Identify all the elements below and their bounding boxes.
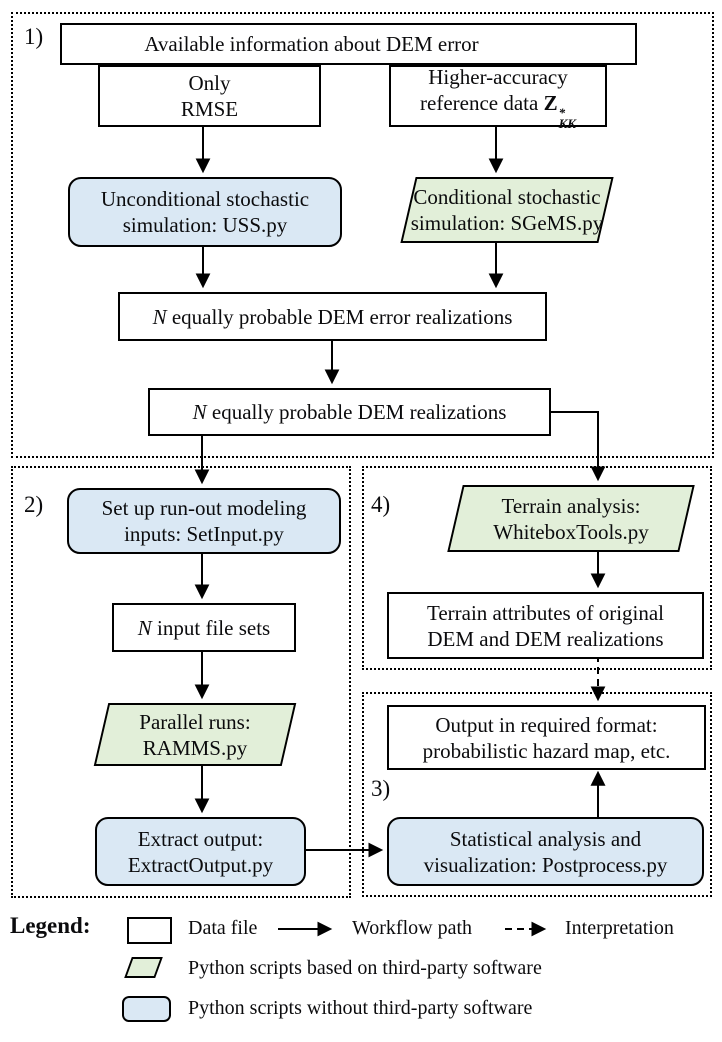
section-2-label: 2) xyxy=(24,492,44,517)
parallelogram-shape xyxy=(124,957,163,978)
z-supsub: *KK xyxy=(558,104,576,131)
legend-third-party-icon xyxy=(122,957,165,978)
z-symbol: Z xyxy=(543,90,558,115)
arrow-dem-to-terrain-analysis xyxy=(547,411,606,482)
section-1-frame xyxy=(11,12,714,458)
section-1-label: 1) xyxy=(24,24,44,49)
section-3-frame xyxy=(362,692,712,897)
node-ramms-script: Parallel runs:RAMMS.py xyxy=(93,703,297,766)
legend-no-third-party-label: Python scripts without third-party softw… xyxy=(188,997,533,1019)
legend-data-file-icon xyxy=(127,917,172,944)
legend-data-file-label: Data file xyxy=(188,917,258,939)
section-2-frame xyxy=(11,466,351,898)
section-3-label: 3) xyxy=(371,776,391,801)
node-whiteboxtools-script: Terrain analysis:WhiteboxTools.py xyxy=(447,485,695,552)
legend-workflow-path-label: Workflow path xyxy=(352,917,473,939)
node-available-information: Available information about DEM error xyxy=(60,23,637,65)
node-dem-realizations: N equally probable DEM realizations xyxy=(148,388,551,436)
legend-interpretation-label: Interpretation xyxy=(565,917,674,939)
legend-title: Legend: xyxy=(10,913,91,938)
node-higher-accuracy-reference: Higher-accuracy reference data Z*KK xyxy=(389,65,607,131)
section-4-frame xyxy=(362,466,712,670)
node-error-realizations: N equally probable DEM error realization… xyxy=(118,292,547,341)
legend-third-party-label: Python scripts based on third-party soft… xyxy=(188,957,542,979)
node-input-file-sets: N input file sets xyxy=(112,603,296,652)
section-4-label: 4) xyxy=(371,492,391,517)
node-output-format: Output in required format:probabilistic … xyxy=(387,705,706,770)
legend-no-third-party-icon xyxy=(122,996,171,1022)
node-extract-output-script: Extract output:ExtractOutput.py xyxy=(95,817,306,886)
